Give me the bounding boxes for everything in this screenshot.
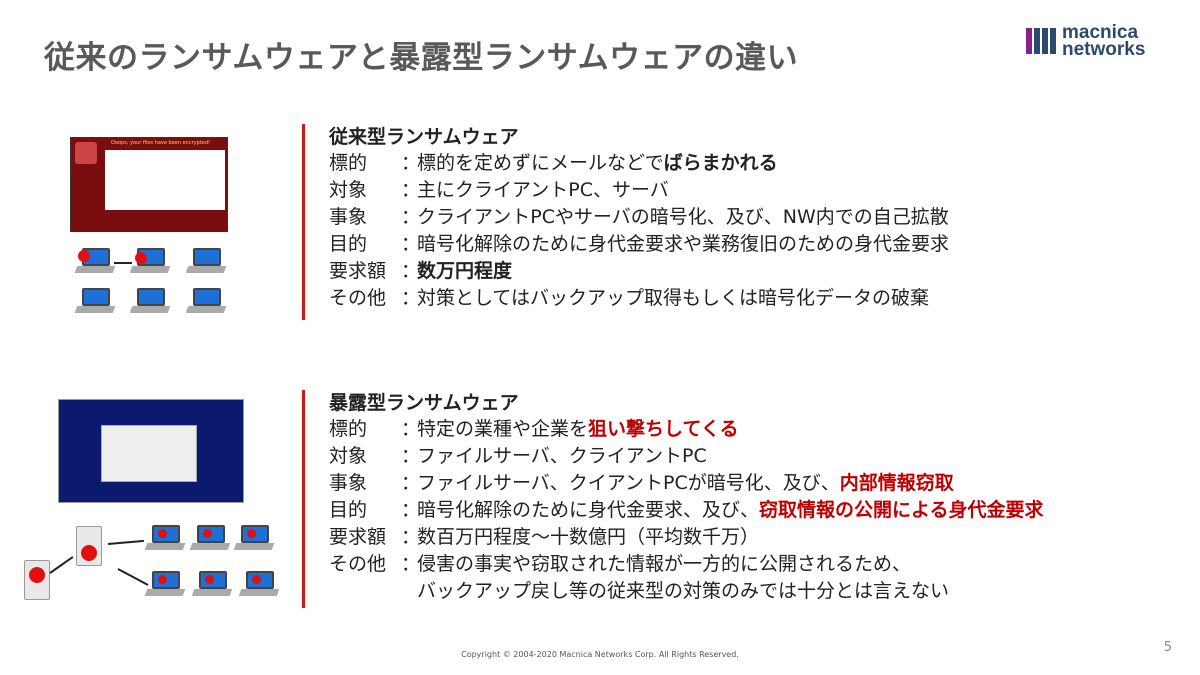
row-label: 要求額 xyxy=(329,526,387,548)
row-value: 数百万円程度～十数億円（平均数千万） xyxy=(417,526,760,548)
colon: ： xyxy=(401,152,421,174)
laptop-icon xyxy=(129,288,171,314)
ransom-note-window xyxy=(101,425,197,482)
row-value: クライアントPCやサーバの暗号化、及び、NW内での自己拡散 xyxy=(417,206,949,228)
row-highlight: 窃取情報の公開による身代金要求 xyxy=(759,499,1044,521)
row-target: 標的 ：特定の業種や企業を狙い撃ちしてくる xyxy=(329,416,1043,443)
row-purpose: 目的 ：暗号化解除のために身代金要求や業務復旧のための身代金要求 xyxy=(329,231,949,258)
arrow-icon xyxy=(114,262,132,264)
conventional-ransomware-section: 従来型ランサムウェア 標的：標的を定めずにメールなどでばらまかれる 対象：主にク… xyxy=(302,124,949,320)
exposure-ransom-screenshot xyxy=(58,399,244,503)
colon: ： xyxy=(401,233,421,255)
laptop-icon xyxy=(129,248,171,274)
page-number: 5 xyxy=(1163,640,1172,655)
row-event: 事象 ：クライアントPCやサーバの暗号化、及び、NW内での自己拡散 xyxy=(329,204,949,231)
laptop-icon xyxy=(191,571,233,597)
row-label: その他 xyxy=(329,287,387,309)
ransom-note xyxy=(105,150,225,210)
row-value: 暗号化解除のために身代金要求、及び、 xyxy=(417,499,760,521)
colon: ： xyxy=(401,287,421,309)
row-label: 事象 xyxy=(329,206,368,228)
row-amount: 要求額 ：数百万円程度～十数億円（平均数千万） xyxy=(329,524,1043,551)
colon: ： xyxy=(401,179,421,201)
logo-text: macnica networks xyxy=(1062,22,1146,60)
arrow-icon xyxy=(107,539,144,545)
row-highlight: 狙い撃ちしてくる xyxy=(588,418,739,440)
colon: ： xyxy=(401,553,421,575)
logo-mark-icon xyxy=(1026,28,1056,54)
laptop-icon xyxy=(185,288,227,314)
row-label: 標的 xyxy=(329,152,368,174)
row-label: 目的 xyxy=(329,499,368,521)
wannacry-screenshot: Ooops, your files have been encrypted! xyxy=(70,137,228,232)
row-label: 要求額 xyxy=(329,260,387,282)
logo-line2: networks xyxy=(1062,39,1146,60)
laptop-icon xyxy=(144,525,186,551)
colon: ： xyxy=(401,472,421,494)
laptop-icon xyxy=(144,571,186,597)
colon: ： xyxy=(401,499,421,521)
row-other: その他 ：侵害の事実や窃取された情報が一方的に公開されるため、 xyxy=(329,551,1043,578)
lock-icon xyxy=(75,142,97,164)
laptop-icon xyxy=(74,288,116,314)
row-value: 特定の業種や企業を xyxy=(417,418,589,440)
laptop-icon xyxy=(185,248,227,274)
row-value: 対策としてはバックアップ取得もしくは暗号化データの破棄 xyxy=(417,287,930,309)
logo-line1: macnica xyxy=(1062,22,1139,43)
colon: ： xyxy=(401,418,421,440)
row-emphasis: 数万円程度 xyxy=(417,260,513,282)
row-value: 標的を定めずにメールなどで xyxy=(417,152,664,174)
row-label: 目的 xyxy=(329,233,368,255)
copyright-footer: Copyright © 2004-2020 Macnica Networks C… xyxy=(461,650,739,659)
row-label: 事象 xyxy=(329,472,368,494)
row-label: その他 xyxy=(329,553,387,575)
row-emphasis: ばらまかれる xyxy=(663,152,778,174)
row-amount: 要求額 ：数万円程度 xyxy=(329,258,949,285)
row-value: 暗号化解除のために身代金要求や業務復旧のための身代金要求 xyxy=(417,233,950,255)
laptop-icon xyxy=(189,525,231,551)
server-icon xyxy=(24,560,50,600)
row-value: 主にクライアントPC、サーバ xyxy=(417,179,669,201)
laptop-icon xyxy=(74,248,116,274)
row-label: 対象 xyxy=(329,445,368,467)
colon: ： xyxy=(401,260,421,282)
slide-title: 従来のランサムウェアと暴露型ランサムウェアの違い xyxy=(44,40,799,76)
server-icon xyxy=(76,526,102,566)
row-purpose: 目的 ：暗号化解除のために身代金要求、及び、窃取情報の公開による身代金要求 xyxy=(329,497,1043,524)
laptop-icon xyxy=(233,525,275,551)
colon: ： xyxy=(401,206,421,228)
arrow-icon xyxy=(117,568,149,586)
row-label: 標的 xyxy=(329,418,368,440)
section-heading: 従来型ランサムウェア xyxy=(329,126,519,148)
colon: ： xyxy=(401,526,421,548)
exposure-ransomware-section: 暴露型ランサムウェア 標的：特定の業種や企業を狙い撃ちしてくる 対象：ファイルサ… xyxy=(302,390,1043,608)
row-value: 侵害の事実や窃取された情報が一方的に公開されるため、 xyxy=(417,553,912,575)
row-other: その他 ：対策としてはバックアップ取得もしくは暗号化データの破棄 xyxy=(329,285,949,312)
row-highlight: 内部情報窃取 xyxy=(839,472,954,494)
row-event: 事象 ：ファイルサーバ、クイアントPCが暗号化、及び、内部情報窃取 xyxy=(329,470,1043,497)
row-value: ファイルサーバ、クライアントPC xyxy=(417,445,707,467)
arrow-icon xyxy=(49,556,74,574)
row-label: 対象 xyxy=(329,179,368,201)
laptop-icon xyxy=(238,571,280,597)
row-value: バックアップ戻し等の従来型の対策のみでは十分とは言えない xyxy=(417,580,950,602)
section-heading: 暴露型ランサムウェア xyxy=(329,392,519,414)
row-object: 対象 ：主にクライアントPC、サーバ xyxy=(329,177,949,204)
ransom-header: Ooops, your files have been encrypted! xyxy=(111,140,210,146)
row-object: 対象 ：ファイルサーバ、クライアントPC xyxy=(329,443,1043,470)
macnica-logo: macnica networks xyxy=(1026,22,1146,60)
colon: ： xyxy=(401,445,421,467)
row-target: 標的 ：標的を定めずにメールなどでばらまかれる xyxy=(329,150,949,177)
row-value: ファイルサーバ、クイアントPCが暗号化、及び、 xyxy=(417,472,840,494)
row-other-continued: バックアップ戻し等の従来型の対策のみでは十分とは言えない xyxy=(329,578,1043,605)
